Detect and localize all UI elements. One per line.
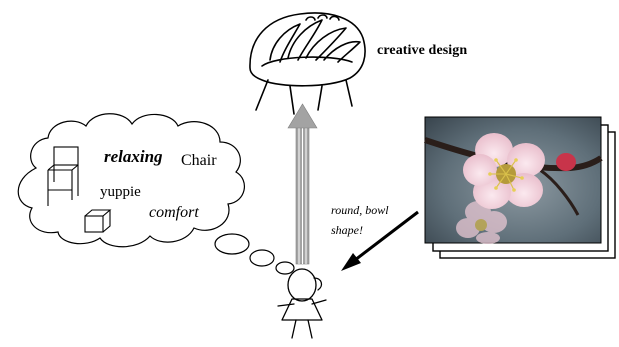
- stick-figure-icon: [278, 269, 326, 338]
- yuppie-label: yuppie: [100, 185, 141, 200]
- chair-label: Chair: [181, 153, 217, 169]
- relaxing-label: relaxing: [104, 148, 163, 165]
- thought-cloud: [18, 114, 294, 274]
- plum-blossom-photo: [425, 117, 601, 244]
- idea-arrow: [341, 212, 418, 271]
- bowl-chair-icon: [250, 13, 365, 114]
- idea-text-line1: round, bowl: [331, 204, 389, 216]
- comfort-label: comfort: [149, 205, 199, 221]
- photo-stack: [425, 117, 615, 258]
- cube-sketch-icon: [85, 210, 110, 232]
- upward-arrow: [288, 104, 317, 264]
- creative-design-label: creative design: [377, 44, 467, 58]
- chair-sketch-icon: [48, 147, 78, 206]
- idea-text-line2: shape!: [331, 224, 363, 236]
